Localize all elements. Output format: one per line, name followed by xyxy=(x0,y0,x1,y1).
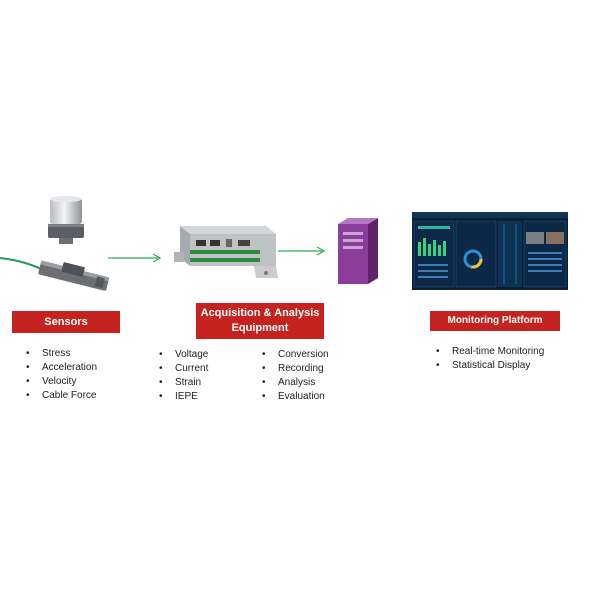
list-item: Conversion xyxy=(262,348,329,362)
sensors-list: Stress Acceleration Velocity Cable Force xyxy=(26,347,97,403)
acquisition-label-line2: Equipment xyxy=(231,322,289,334)
platform-label: Monitoring Platform xyxy=(430,311,560,331)
acquisition-functions-list: Conversion Recording Analysis Evaluation xyxy=(262,348,329,404)
server-icon xyxy=(338,218,378,284)
acquisition-device-icon xyxy=(174,226,278,278)
list-item: Statistical Display xyxy=(436,359,544,373)
strain-sensor-icon xyxy=(0,257,110,291)
list-item: Real-time Monitoring xyxy=(436,345,544,359)
list-item: Stress xyxy=(26,347,97,361)
list-item: Recording xyxy=(262,362,329,376)
list-item: Strain xyxy=(159,376,208,390)
dashboard-screenshot-icon xyxy=(412,212,568,290)
list-item: Analysis xyxy=(262,376,329,390)
list-item: IEPE xyxy=(159,390,208,404)
arrow-acquisition-to-server xyxy=(278,246,326,256)
platform-list: Real-time Monitoring Statistical Display xyxy=(436,345,544,373)
arrow-sensors-to-acquisition xyxy=(108,253,162,263)
list-item: Current xyxy=(159,362,208,376)
list-item: Voltage xyxy=(159,348,208,362)
acquisition-label-line1: Acquisition & Analysis xyxy=(200,307,320,319)
list-item: Acceleration xyxy=(26,361,97,375)
acquisition-inputs-list: Voltage Current Strain IEPE xyxy=(159,348,208,404)
sensors-label: Sensors xyxy=(12,311,120,333)
accelerometer-icon xyxy=(48,196,84,244)
acquisition-label: Acquisition & Analysis Equipment xyxy=(196,303,324,339)
list-item: Cable Force xyxy=(26,389,97,403)
list-item: Velocity xyxy=(26,375,97,389)
list-item: Evaluation xyxy=(262,390,329,404)
